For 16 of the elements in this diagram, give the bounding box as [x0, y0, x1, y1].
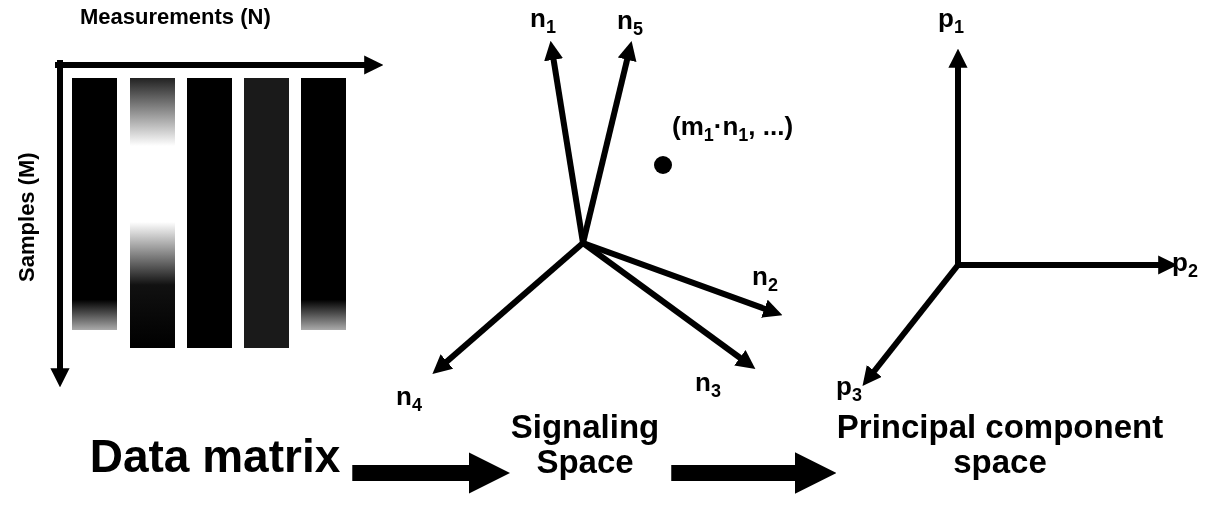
- vector-label: p$_{2}$: [1172, 248, 1198, 282]
- vector-label: n$_{4}$: [396, 382, 422, 416]
- block-arrow: [671, 452, 837, 494]
- step-label: Principal component space: [790, 410, 1210, 480]
- vector-label: n$_{1}$: [530, 4, 556, 38]
- block-arrow: [352, 452, 511, 494]
- axis-label: Measurements (N): [80, 5, 271, 30]
- vector-label: n$_{2}$: [752, 262, 778, 296]
- step-label: Data matrix: [70, 432, 360, 481]
- vector-label: p$_{1}$: [938, 4, 964, 38]
- step-label: Signaling Space: [470, 410, 700, 480]
- vector-label: n$_{3}$: [695, 368, 721, 402]
- axis-label: Samples (M): [14, 152, 39, 282]
- vector-label: p$_{3}$: [836, 372, 862, 406]
- vector-label: n$_{5}$: [617, 6, 643, 40]
- point-label: (m$_{1}$·n$_{1}$, ...): [672, 112, 794, 146]
